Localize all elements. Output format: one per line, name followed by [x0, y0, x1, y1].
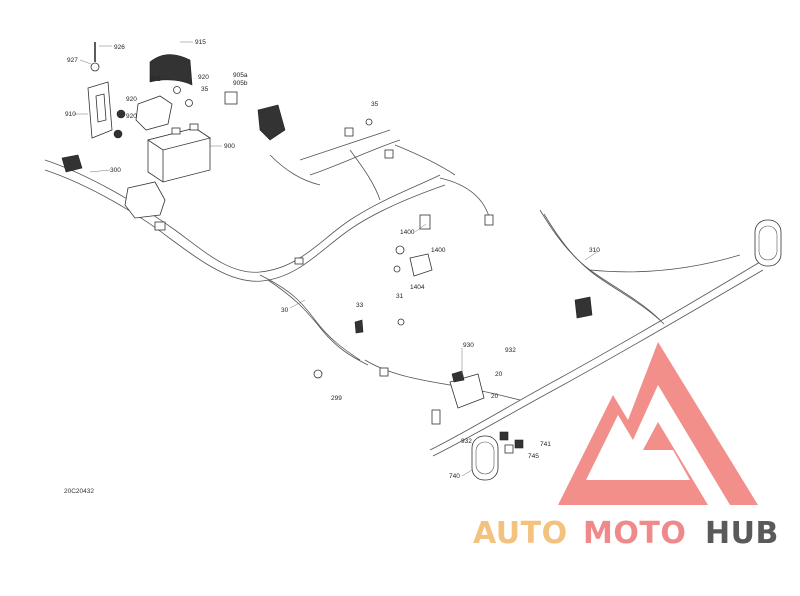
brand-hub: HUB [705, 516, 779, 551]
brand-moto: MOTO [583, 516, 686, 551]
battery [147, 123, 211, 183]
leader-lines [74, 41, 598, 477]
callout-900: 900 [224, 143, 235, 150]
callout-20-a: 20 [495, 371, 503, 378]
callout-35-a: 35 [201, 86, 209, 93]
connectors [90, 42, 593, 425]
brand-auto: AUTO [473, 516, 568, 551]
fuse-box [61, 104, 286, 219]
callout-920-a: 920 [198, 74, 209, 81]
diagram-code: 20C20432 [64, 488, 94, 495]
battery-bracket [87, 81, 113, 139]
battery-cover [149, 54, 193, 86]
callout-31: 31 [396, 293, 404, 300]
callout-310: 310 [589, 247, 600, 254]
callout-927: 927 [67, 57, 78, 64]
callout-905a: 905a [233, 72, 248, 79]
callout-741: 741 [540, 441, 551, 448]
callout-33: 33 [356, 302, 364, 309]
callout-930: 930 [463, 342, 474, 349]
callout-925: 925 [150, 76, 161, 83]
callout-1404: 1404 [410, 284, 425, 291]
callout-926: 926 [114, 44, 125, 51]
rear-harness [429, 209, 764, 457]
callout-30: 30 [281, 307, 289, 314]
callout-740: 740 [449, 473, 460, 480]
callout-920-c: 920 [126, 113, 137, 120]
callout-915: 915 [195, 39, 206, 46]
callout-910: 910 [65, 111, 76, 118]
automotohub-watermark: AUTO MOTO HUB [473, 342, 779, 551]
callout-1400-a: 1400 [400, 229, 415, 236]
callout-299: 299 [331, 395, 342, 402]
control-module [449, 370, 485, 409]
callout-300: 300 [110, 167, 121, 174]
callout-20-b: 20 [491, 393, 499, 400]
callout-920-b: 920 [126, 96, 137, 103]
tail-lights [471, 219, 782, 481]
callout-932-b: 932 [461, 438, 472, 445]
triangle-logo-icon [558, 342, 758, 505]
main-harness [44, 129, 521, 401]
callout-1400-b: 1400 [431, 247, 446, 254]
callout-932-a: 932 [505, 347, 516, 354]
callout-745: 745 [528, 453, 539, 460]
callout-labels: 926 927 915 925 920 920 35 905a 905b 910… [64, 39, 600, 495]
callout-35-b: 35 [371, 101, 379, 108]
callout-905b: 905b [233, 80, 248, 87]
